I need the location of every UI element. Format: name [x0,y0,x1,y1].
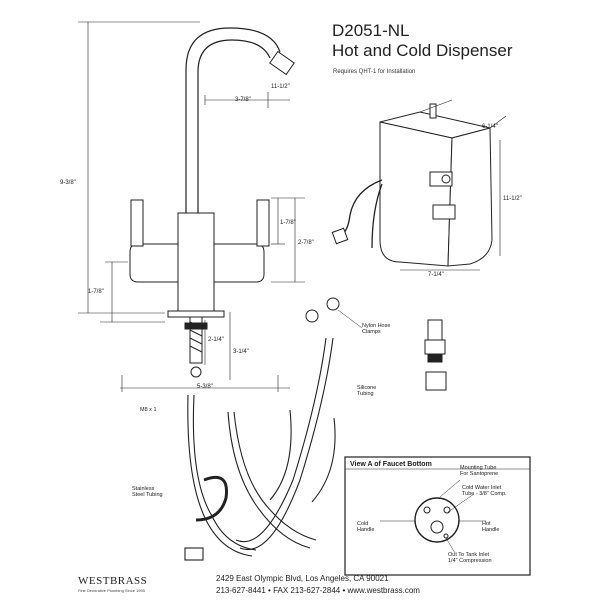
dim-handle-height: 1-7/8" [280,220,296,226]
dim-shank-length: 2-1/4" [208,337,224,343]
dim-shank-full: 3-1/4" [233,349,249,355]
dim-base-width: 5-3/8" [197,384,213,390]
company-contact: 213-627-8441 • FAX 213-627-2844 • www.we… [216,586,420,595]
tank-fittings [424,319,447,391]
requirement-note: Requires QHT-1 for Installation [333,69,416,75]
callout-silicone: Silicone Tubing [357,385,377,397]
tubing [184,337,336,561]
dim-base-height: 1-7/8" [88,289,104,295]
label-tank-inlet: Out To Tank Inlet 1/4" Compression [448,552,492,564]
model-number: D2051-NL [332,21,410,40]
callout-thread: M8 x 1 [140,407,157,413]
view-a-title: View A of Faucet Bottom [350,461,432,468]
faucet-spout [185,27,295,215]
label-mounting-tube: Mounting Tube For Santoprene [460,465,499,477]
dim-spout-offset: 11-1/2" [271,84,290,90]
view-a-panel [344,456,531,576]
dim-tank-height: 11-1/2" [503,196,522,202]
label-hot-handle: Hot Handle [482,521,500,533]
nylon-hose-clamps [305,297,363,329]
company-address: 2429 East Olympic Blvd, Los Angeles, CA … [216,574,389,583]
brand-tagline: Fine Decorative Plumbing Since 1955 [78,588,145,593]
dim-reach: 3-7/8" [235,97,251,103]
hot-water-tank [331,99,507,271]
brand-logo: WESTBRASS [78,575,148,587]
dimension-lines [78,21,305,392]
label-cold-handle: Cold Handle [357,521,375,533]
dim-overall-height: 9-3/8" [60,180,76,186]
dim-handle-span: 2-7/8" [298,240,314,246]
callout-nylon-hose: Nylon Hose Clamps [362,323,391,335]
faucet-body [129,199,270,378]
callout-stainless: Stainless Steel Tubing [132,486,163,498]
product-title: Hot and Cold Dispenser [332,41,513,60]
dim-tank-depth: 6-1/4" [482,124,498,130]
dim-tank-width: 7-1/4" [428,272,444,278]
label-cold-inlet: Cold Water Inlet Tube - 3/8" Comp. [462,485,507,497]
